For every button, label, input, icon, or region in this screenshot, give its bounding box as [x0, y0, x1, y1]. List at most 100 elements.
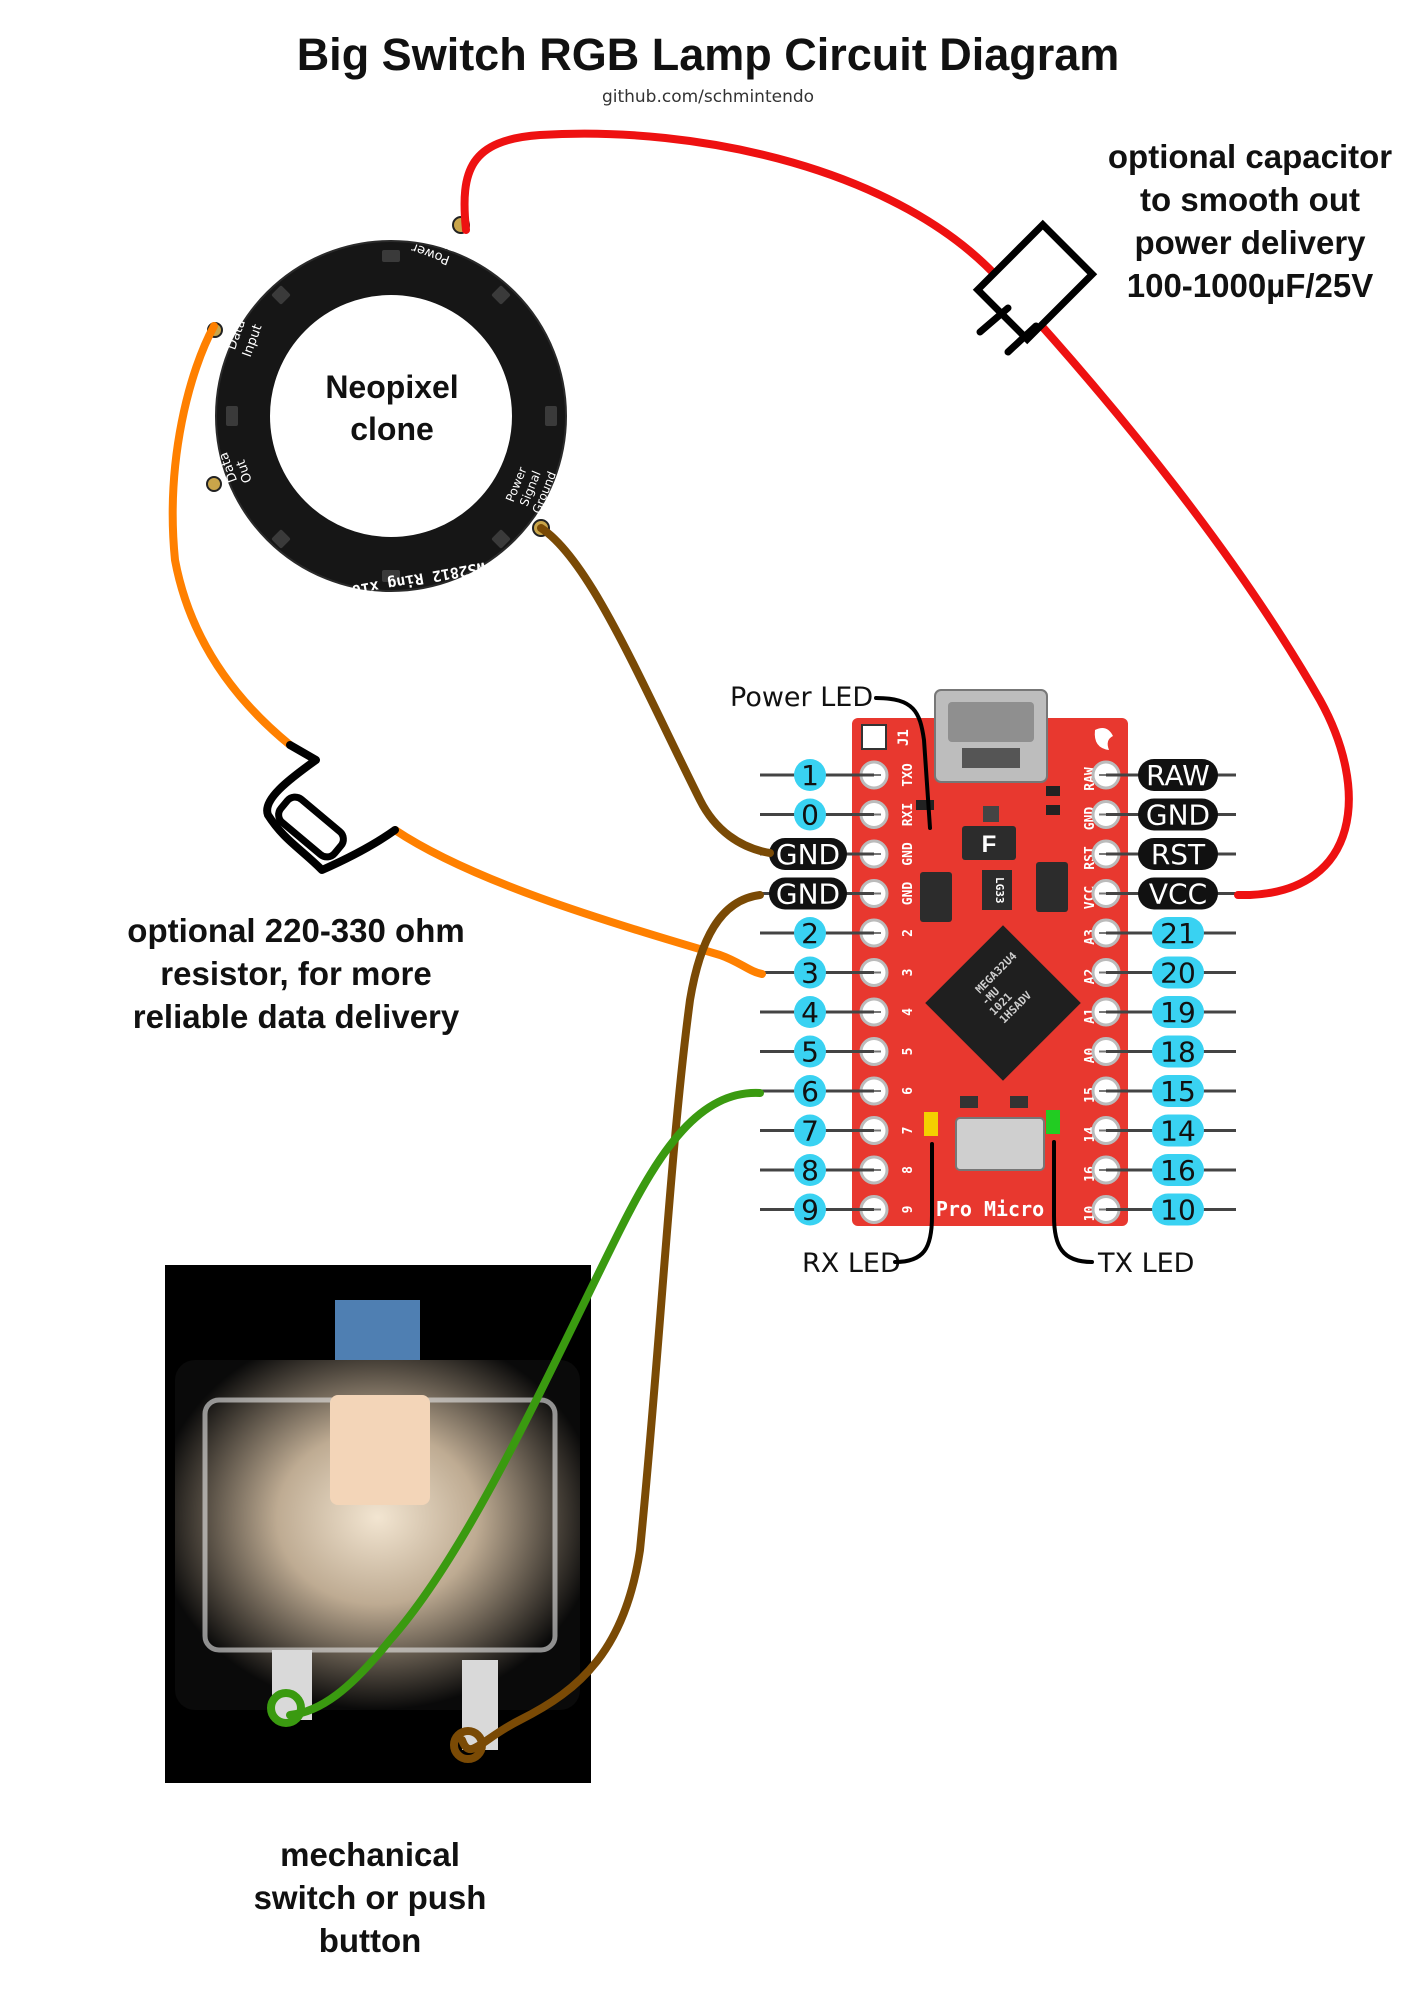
- resistor-note-line-1: optional 220-330 ohm: [127, 912, 464, 949]
- left-pin-label: 3: [801, 957, 819, 990]
- silk-label-left: RXI: [901, 803, 916, 826]
- capacitor-note-line-2: to smooth out: [1140, 181, 1360, 218]
- data-wire-to-pin3: [391, 826, 766, 978]
- left-pin-badge: [769, 877, 847, 910]
- left-pin-badge: [794, 1193, 826, 1226]
- ring-center-label-2: clone: [350, 411, 434, 447]
- left-pin-badge: [794, 956, 826, 989]
- pro-micro-board: J1 F LG33 MEGA32U4 -MU 1021 1HSADV Pro M…: [852, 689, 1128, 1226]
- switch-note: mechanical switch or push button: [254, 1836, 487, 1959]
- tx-led-pointer: [1052, 1140, 1094, 1264]
- left-pin-label: 1: [801, 759, 819, 792]
- rx-led-label: RX LED: [802, 1248, 901, 1279]
- left-pin-badge: [794, 917, 826, 949]
- resistor-note-line-3: reliable data delivery: [133, 998, 460, 1035]
- capacitor-note-line-3: power delivery: [1134, 224, 1366, 261]
- board-top-mark: J1: [896, 729, 912, 746]
- switch-note-line-3: button: [319, 1922, 422, 1959]
- right-pin-label: 14: [1160, 1115, 1196, 1148]
- right-pin-badge: [1138, 877, 1218, 910]
- right-pin-label: 18: [1160, 1036, 1196, 1069]
- left-pin-label: 4: [801, 996, 819, 1029]
- left-pin-label: 2: [801, 917, 819, 950]
- silk-label-left: 7: [901, 1127, 916, 1135]
- right-pin-label: GND: [1146, 799, 1210, 832]
- silk-label-left: 8: [901, 1166, 916, 1174]
- left-pin-badge: [769, 838, 847, 870]
- left-pin-label: GND: [776, 878, 840, 911]
- switch-note-line-1: mechanical: [280, 1836, 460, 1873]
- board-name: Pro Micro: [936, 1197, 1044, 1221]
- right-pin-badge: [1152, 1114, 1204, 1147]
- silk-label-left: GND: [901, 842, 916, 866]
- resistor-note: optional 220-330 ohm resistor, for more …: [127, 912, 464, 1035]
- left-pin-label: GND: [776, 838, 840, 871]
- capacitor-note-line-1: optional capacitor: [1108, 138, 1392, 175]
- resistor-note-line-2: resistor, for more: [160, 955, 431, 992]
- switch-signal-wire: [286, 1088, 764, 1719]
- right-pin-label: 20: [1160, 957, 1196, 990]
- left-pin-badge: [794, 759, 826, 791]
- switch-signal-loop: [267, 1689, 305, 1727]
- switch-ground-loop: [450, 1727, 486, 1763]
- left-pin-label: 5: [801, 1036, 819, 1069]
- right-pin-label: 16: [1160, 1154, 1196, 1187]
- right-pin-badge: [1152, 917, 1204, 949]
- right-pin-label: 15: [1160, 1075, 1196, 1108]
- right-pin-badge: [1138, 798, 1218, 831]
- power-led-pointer: [874, 696, 932, 830]
- right-pin-label: RST: [1151, 838, 1206, 871]
- left-pin-badge: [794, 1075, 826, 1107]
- left-pin-label: 7: [801, 1115, 819, 1148]
- capacitor-note-line-4: 100-1000µF/25V: [1127, 267, 1374, 304]
- left-pin-badge: [794, 1035, 826, 1068]
- left-pin-badge: [794, 996, 826, 1028]
- right-pin-badge: [1152, 1035, 1204, 1068]
- silk-label-left: 3: [901, 969, 916, 977]
- right-pin-badge: [1138, 759, 1218, 791]
- silk-label-left: 6: [901, 1087, 916, 1095]
- silk-label-left: 2: [901, 929, 916, 937]
- right-pin-label: VCC: [1149, 878, 1207, 911]
- data-wire: [168, 322, 294, 749]
- ring-ground-wire: [537, 524, 774, 857]
- silk-label-left: GND: [901, 882, 916, 906]
- regulator-label: LG33: [993, 877, 1006, 904]
- capacitor-note: optional capacitor to smooth out power d…: [1108, 138, 1392, 304]
- silk-label-left: 4: [901, 1008, 916, 1016]
- right-pin-label: 21: [1160, 917, 1196, 950]
- resistor: [263, 741, 399, 874]
- fuse-label: F: [982, 831, 997, 858]
- right-pin-badge: [1152, 956, 1204, 989]
- rx-led-pointer: [893, 1142, 934, 1264]
- right-pin-label: 10: [1160, 1194, 1196, 1227]
- silk-label-left: TXO: [901, 763, 916, 787]
- diagram-subtitle: github.com/schmintendo: [602, 87, 814, 107]
- left-pin-badge: [794, 1154, 826, 1186]
- silk-label-left: 9: [901, 1206, 916, 1214]
- right-pin-badge: [1152, 1075, 1204, 1107]
- right-pin-badge: [1152, 1154, 1204, 1186]
- switch-ground-wire: [458, 891, 764, 1754]
- switch-note-line-2: switch or push: [254, 1879, 487, 1916]
- left-pin-label: 6: [801, 1075, 819, 1108]
- power-led-label: Power LED: [730, 682, 873, 713]
- right-pin-badge: [1138, 838, 1218, 870]
- diagram-title: Big Switch RGB Lamp Circuit Diagram: [297, 29, 1120, 80]
- left-pin-label: 0: [801, 799, 819, 832]
- right-pin-badge: [1152, 996, 1204, 1028]
- capacitor: [972, 219, 1098, 356]
- neopixel-ring: DIYMall Power 5V DC Data Input Data Out …: [206, 216, 567, 600]
- ring-center-label-1: Neopixel: [325, 369, 458, 405]
- left-pin-badge: [794, 1114, 826, 1147]
- mechanical-switch-photo: [165, 1265, 591, 1783]
- tx-led-label: TX LED: [1097, 1248, 1194, 1279]
- right-pin-label: 19: [1160, 996, 1196, 1029]
- left-pin-label: 8: [801, 1154, 819, 1187]
- right-pin-badge: [1152, 1193, 1204, 1226]
- left-pin-label: 9: [801, 1194, 819, 1227]
